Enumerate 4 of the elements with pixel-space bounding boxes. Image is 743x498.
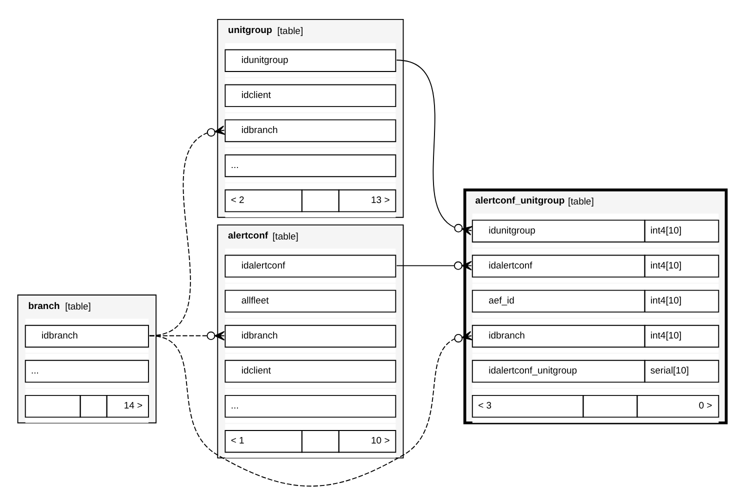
connector <box>396 60 472 236</box>
connector <box>148 331 472 487</box>
connector <box>148 126 225 336</box>
connector <box>396 260 472 270</box>
